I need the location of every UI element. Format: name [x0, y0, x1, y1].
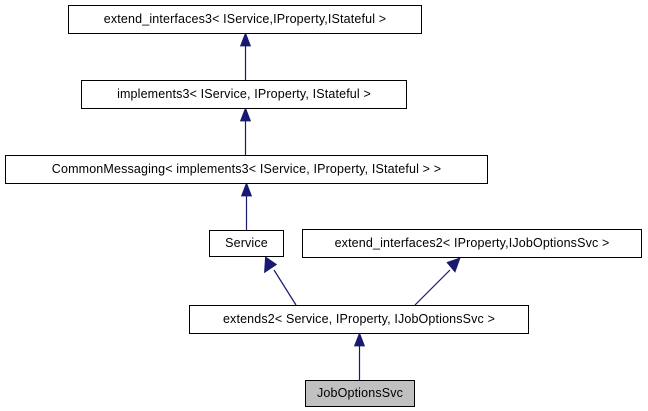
- edge-extends2-to-service: [264, 256, 297, 306]
- class-node-label: JobOptionsSvc: [316, 386, 404, 401]
- class-node-extend-interfaces2[interactable]: extend_interfaces2< IProperty,IJobOption…: [302, 229, 642, 258]
- class-node-label: CommonMessaging< implements3< IService, …: [51, 162, 442, 177]
- class-node-job-options-svc[interactable]: JobOptionsSvc: [305, 380, 415, 407]
- class-node-label: extend_interfaces3< IService,IProperty,I…: [103, 12, 387, 27]
- class-node-label: extend_interfaces2< IProperty,IJobOption…: [334, 236, 610, 251]
- class-node-service[interactable]: Service: [209, 230, 284, 257]
- class-node-extend-interfaces3[interactable]: extend_interfaces3< IService,IProperty,I…: [68, 5, 422, 34]
- edge-job_options_svc-to-extends2: [353, 331, 366, 380]
- edge-service-to-common_messaging: [240, 181, 253, 230]
- class-node-label: extends2< Service, IProperty, IJobOption…: [222, 312, 496, 327]
- class-node-extends2[interactable]: extends2< Service, IProperty, IJobOption…: [189, 305, 529, 334]
- class-node-implements3[interactable]: implements3< IService, IProperty, IState…: [81, 80, 407, 109]
- class-node-common-messaging[interactable]: CommonMessaging< implements3< IService, …: [5, 155, 488, 184]
- class-node-label: Service: [225, 236, 268, 251]
- class-node-label: implements3< IService, IProperty, IState…: [117, 87, 371, 102]
- edge-common_messaging-to-implements3: [239, 106, 252, 155]
- edge-implements3-to-extend_interfaces3: [239, 31, 252, 80]
- edge-extends2-to-extend_interfaces2: [414, 257, 461, 306]
